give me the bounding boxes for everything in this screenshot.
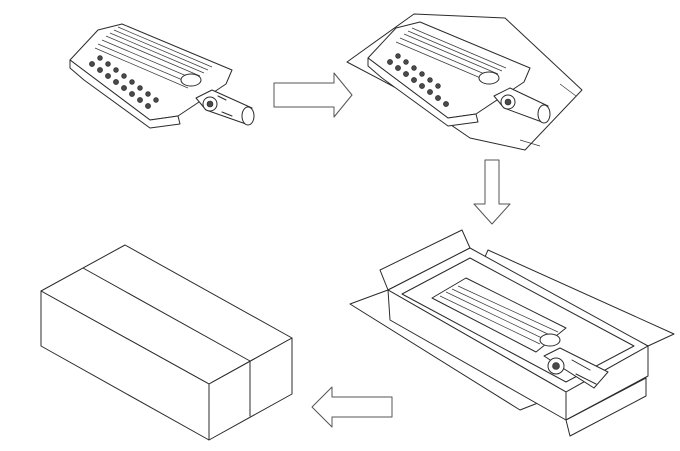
streetlight-fixture-icon bbox=[69, 23, 255, 129]
open-box-with-fixture-icon bbox=[349, 229, 675, 437]
arrow-down-icon bbox=[473, 159, 511, 225]
arrow-left-icon bbox=[311, 386, 393, 428]
wrapped-fixture-icon bbox=[346, 13, 583, 151]
sealed-box-icon bbox=[40, 244, 293, 441]
arrow-right-icon bbox=[273, 72, 353, 118]
